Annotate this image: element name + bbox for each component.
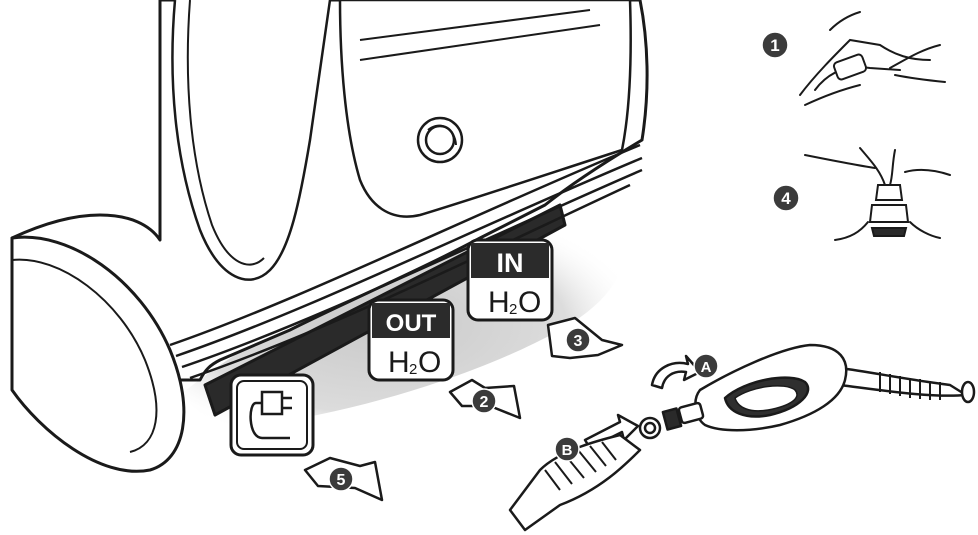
step-badge-4: 4 — [773, 185, 799, 211]
svg-text:2: 2 — [480, 394, 489, 411]
water-in-label: IN — [497, 248, 524, 278]
svg-text:A: A — [701, 359, 712, 376]
svg-text:4: 4 — [781, 189, 791, 208]
step-badge-3: 3 — [566, 328, 590, 352]
svg-text:5: 5 — [337, 472, 346, 489]
arrow-a-rotate — [652, 356, 700, 388]
step-badge-5: 5 — [329, 467, 353, 491]
svg-text:B: B — [562, 442, 573, 459]
water-out-o: O — [418, 346, 441, 379]
sketch-step-1 — [800, 12, 945, 105]
power-plug-icon — [231, 375, 313, 455]
water-out-icon: OUT H 2 O — [369, 300, 453, 380]
letter-badge-a: A — [694, 354, 718, 378]
water-in-h: H — [488, 286, 510, 319]
water-in-icon: IN H 2 O — [468, 240, 552, 320]
water-in-o: O — [518, 286, 541, 319]
svg-text:3: 3 — [574, 333, 583, 350]
water-out-h: H — [388, 346, 410, 379]
water-in-sub: 2 — [509, 301, 517, 318]
step-badge-2: 2 — [472, 389, 496, 413]
hose-end — [510, 418, 660, 530]
svg-text:1: 1 — [770, 36, 779, 55]
sketch-step-4 — [805, 148, 950, 240]
letter-badge-b: B — [555, 437, 579, 461]
water-out-sub: 2 — [409, 361, 417, 378]
step-badge-1: 1 — [762, 32, 788, 58]
water-out-label: OUT — [386, 310, 437, 337]
